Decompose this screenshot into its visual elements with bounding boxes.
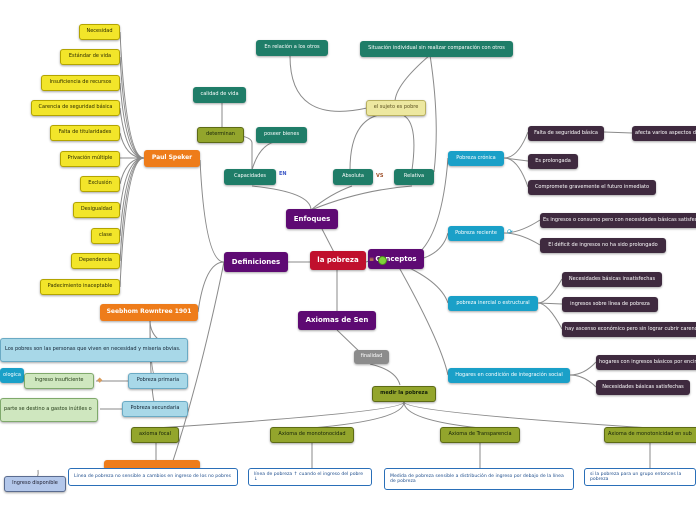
speker-item-dependencia[interactable]: Dependencia: [71, 253, 120, 269]
node-medir-la-pobreza[interactable]: medir la pobreza: [372, 386, 436, 402]
node-calidad-de-vida[interactable]: calidad de vida: [193, 87, 246, 103]
node-poseer-bienes[interactable]: poseer bienes: [256, 127, 307, 143]
node-pobreza-cronica[interactable]: Pobreza crónica: [448, 151, 504, 166]
axioma-monotonicidad-sub-desc[interactable]: si la pobreza para un grupo entonces la …: [584, 468, 696, 486]
branch-axiomas-de-sen[interactable]: Axiomas de Sen: [298, 311, 376, 330]
node-relativa[interactable]: Relativa: [394, 169, 434, 185]
cronica-item-futuro[interactable]: Compromete gravemente el futuro inmediat…: [528, 180, 656, 195]
node-ingreso-insuficiente[interactable]: Ingreso insuficiente: [24, 373, 94, 389]
branch-enfoques[interactable]: Enfoques: [286, 209, 338, 229]
node-finalidad[interactable]: finalidad: [354, 350, 389, 364]
axioma-focal-desc[interactable]: Línea de pobreza no sensible a cambios e…: [68, 468, 238, 486]
axioma-monotonocidad[interactable]: Axioma de monotonocidad: [270, 427, 354, 443]
node-orange-hidden: [104, 460, 200, 470]
integracion-item-nbs[interactable]: Necesidades básicas satisfechas: [596, 380, 690, 395]
link-icon: ⟳: [507, 228, 513, 236]
axioma-transparencia[interactable]: Axioma de Transparencia: [440, 427, 520, 443]
inercial-item-nbi[interactable]: Necesidades básicas insatisfechas: [562, 272, 662, 287]
inercial-item-ascenso[interactable]: hay ascenso económico pero sin lograr cu…: [562, 322, 696, 337]
axioma-focal[interactable]: axioma focal: [131, 427, 179, 443]
node-pobreza-reciente[interactable]: Pobreza reciente: [448, 226, 504, 241]
cronica-item-prolongada[interactable]: Es prolongada: [528, 154, 578, 169]
speker-item-padecimiento[interactable]: Padecimiento inaceptable: [40, 279, 120, 295]
speker-item-privacion[interactable]: Privación múltiple: [60, 151, 120, 167]
node-el-sujeto-es-pobre[interactable]: el sujeto es pobre: [366, 100, 426, 116]
speker-item-exclusion[interactable]: Exclusión: [80, 176, 120, 192]
diamond-icon: ◆: [97, 376, 103, 384]
node-pobreza-primaria[interactable]: Pobreza primaria: [128, 373, 188, 389]
branch-conceptos[interactable]: Conceptos: [368, 249, 424, 269]
speker-item-insuficiencia[interactable]: Insuficiencia de recursos: [41, 75, 120, 91]
node-seebhom-rowntree[interactable]: Seebhom Rowntree 1901: [100, 304, 198, 321]
branch-definiciones[interactable]: Definiciones: [224, 252, 288, 272]
en-badge-icon: EN: [279, 171, 287, 177]
root-la-pobreza[interactable]: la pobreza: [310, 251, 366, 270]
node-situacion-individual[interactable]: Situación individual sin realizar compar…: [360, 41, 513, 57]
node-pobreza-secundaria[interactable]: Pobreza secundaria: [122, 401, 188, 417]
node-ingreso-disponible[interactable]: Ingreso disponible: [4, 476, 66, 492]
node-en-relacion-a-los-otros[interactable]: En relación a los otros: [256, 40, 328, 56]
node-gastos-inutiles[interactable]: parte se destino a gastos inútiles o: [0, 398, 98, 422]
node-ologica[interactable]: ologica: [0, 368, 24, 383]
axioma-monotonicidad-sub[interactable]: Axioma de monotonicidad en sub: [604, 427, 696, 443]
axioma-transparencia-desc[interactable]: Medida de pobreza sensible a distribució…: [384, 468, 574, 490]
node-afecta-aspectos[interactable]: afecta varios aspectos de: [632, 126, 696, 141]
inercial-item-ingresos[interactable]: ingresos sobre línea de pobreza: [562, 297, 658, 312]
speker-item-desigualdad[interactable]: Desigualdad: [73, 202, 120, 218]
speker-item-necesidad[interactable]: Necesidad: [79, 24, 120, 40]
node-pobreza-inercial[interactable]: pobreza inercial o estructural: [448, 296, 538, 311]
node-capacidades[interactable]: Capacidades: [224, 169, 276, 185]
node-paul-speker[interactable]: Paul Speker: [144, 150, 200, 167]
speker-item-estandar-de-vida[interactable]: Estándar de vida: [60, 49, 120, 65]
speker-item-titularidades[interactable]: Falta de titularidades: [50, 125, 120, 141]
node-determinan[interactable]: determinan: [197, 127, 244, 143]
cronica-item-falta-seguridad[interactable]: Falta de seguridad básica: [528, 126, 604, 141]
node-hogares-integracion[interactable]: Hogares en condición de integración soci…: [448, 368, 570, 383]
node-seebhom-definicion[interactable]: Los pobres son las personas que viven en…: [0, 338, 188, 362]
reciente-item-deficit[interactable]: El déficit de ingresos no ha sido prolon…: [540, 238, 666, 253]
node-absoluta[interactable]: Absoluta: [333, 169, 373, 185]
vs-badge-icon: VS: [376, 173, 384, 179]
axioma-monotonocidad-desc[interactable]: línea de pobreza ↑ cuando el ingreso del…: [248, 468, 372, 486]
reciente-item-ingresos[interactable]: Es ingresos o consumo pero con necesidad…: [540, 213, 696, 228]
status-dot-icon: [378, 256, 387, 265]
speker-item-clase[interactable]: clase: [91, 228, 120, 244]
speker-item-carencia[interactable]: Carencia de seguridad básica: [31, 100, 120, 116]
integracion-item-hogares[interactable]: hogares con ingresos básicos por encima: [596, 355, 696, 370]
list-icon: ≡: [369, 256, 375, 263]
